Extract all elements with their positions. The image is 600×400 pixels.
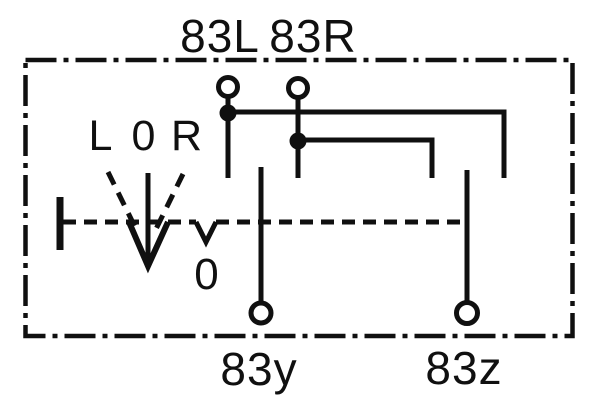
- terminal-83l-circle: [216, 75, 240, 99]
- label-lever-position-0: 0: [132, 112, 157, 160]
- terminal-83z-circle: [454, 300, 480, 326]
- junction-dot-83r: [289, 132, 307, 150]
- label-neutral-position: 0: [194, 250, 219, 299]
- junction-dot-83l: [219, 104, 237, 122]
- terminal-circles: [216, 75, 480, 326]
- bus-83r-to-contact: [298, 137, 435, 178]
- lever-arrowhead: [126, 220, 171, 274]
- labels: 83L 83R L 0 R 0 83y 83z: [89, 10, 502, 395]
- bus-83l-to-contact: [228, 109, 507, 178]
- label-lever-position-l: L: [89, 112, 114, 160]
- lever-throw-left-dashed: [105, 170, 140, 233]
- label-terminal-83z: 83z: [425, 342, 502, 394]
- enclosure-border: [23, 57, 575, 339]
- label-terminal-83y: 83y: [220, 343, 297, 395]
- terminal-83r-circle: [286, 76, 310, 100]
- detent-notch: [193, 220, 219, 248]
- terminal-83y-circle: [248, 300, 274, 326]
- lever-throw-right-dashed: [153, 172, 186, 231]
- linework: [23, 57, 575, 339]
- junctions: [219, 104, 307, 150]
- label-terminal-83l: 83L: [180, 10, 260, 62]
- label-lever-position-r: R: [171, 112, 203, 160]
- label-terminal-83r: 83R: [269, 10, 356, 62]
